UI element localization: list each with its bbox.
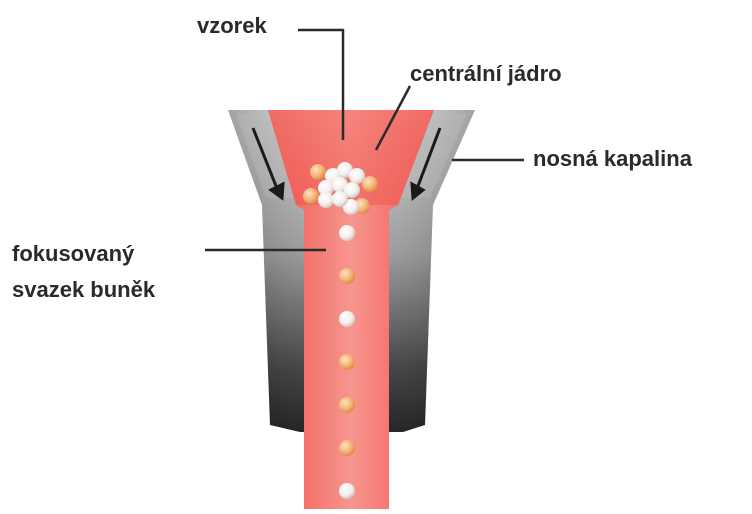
stream-cell-orange <box>339 397 355 413</box>
stream-cell-white <box>339 311 355 327</box>
stream-cell-white <box>339 483 355 499</box>
label-central-core: centrální jádro <box>410 60 562 88</box>
label-focused-stream-line2: svazek buněk <box>12 272 155 308</box>
label-sheath-fluid: nosná kapalina <box>533 145 692 173</box>
stream-cell-orange <box>339 354 355 370</box>
stream-cell-orange <box>339 268 355 284</box>
stream-cell-white <box>339 225 355 241</box>
stream-cell-orange <box>339 440 355 456</box>
label-focused-stream-line1: fokusovaný <box>12 236 155 272</box>
label-focused-stream: fokusovaný svazek buněk <box>12 236 155 308</box>
label-sample: vzorek <box>197 12 267 40</box>
